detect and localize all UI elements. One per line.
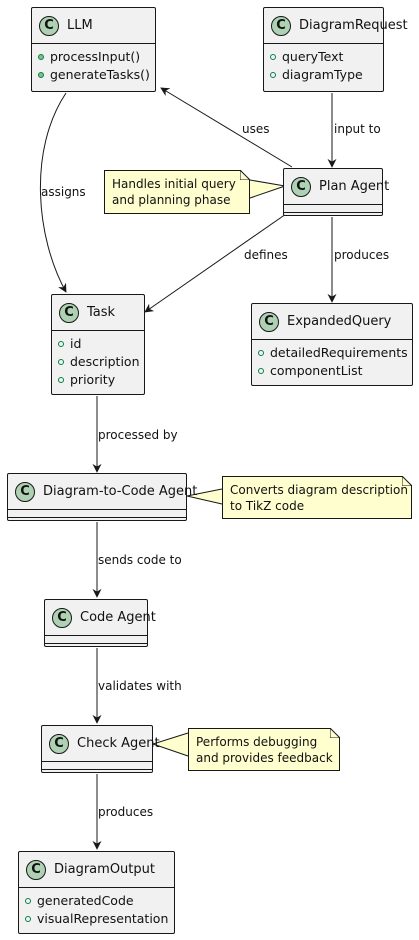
note-fold-icon [240, 170, 250, 180]
class-badge-icon: C [39, 15, 59, 36]
class-field: detailedRequirements [258, 344, 408, 362]
edge-label-produces-query: produces [334, 248, 390, 262]
public-field-icon [25, 916, 31, 922]
edge-defines [144, 213, 287, 313]
class-method: generateTasks() [38, 66, 150, 84]
class-name: DiagramOutput [54, 862, 155, 877]
edge-label-produces-output: produces [98, 805, 154, 819]
edge-label-validates-with: validates with [98, 679, 182, 693]
public-field-icon [58, 341, 64, 347]
class-code-agent[interactable]: C Code Agent [44, 599, 156, 647]
class-field: visualRepresentation [25, 910, 168, 928]
class-field: diagramType [270, 66, 377, 84]
class-method: processInput() [38, 48, 149, 66]
class-llm[interactable]: C LLM processInput() generateTasks() [31, 7, 156, 92]
edge-label-processed-by: processed by [98, 428, 178, 442]
public-field-icon [258, 368, 264, 374]
class-field: generatedCode [25, 892, 168, 910]
class-diagram-output[interactable]: C DiagramOutput generatedCode visualRepr… [18, 851, 175, 934]
class-name: Check Agent [77, 736, 160, 751]
class-badge-icon: C [52, 607, 72, 628]
public-method-icon [38, 72, 44, 78]
public-field-icon [25, 898, 31, 904]
d2c-note-connector [186, 488, 223, 505]
edge-label-uses: uses [242, 122, 270, 136]
public-field-icon [270, 72, 276, 78]
edge-label-sends-code-to: sends code to [98, 553, 182, 567]
public-method-icon [38, 54, 44, 60]
edge-uses [160, 87, 293, 168]
edge-label-input-to: input to [334, 122, 381, 136]
class-badge-icon: C [259, 311, 279, 332]
class-name: Plan Agent [319, 179, 390, 194]
class-name: Diagram-to-Code Agent [43, 484, 198, 499]
class-field: id [58, 335, 138, 353]
class-field: priority [58, 371, 138, 389]
note-fold-icon [402, 476, 412, 486]
class-name: Task [87, 305, 116, 320]
class-check-agent[interactable]: C Check Agent [41, 725, 160, 773]
class-badge-icon: C [291, 176, 311, 197]
class-badge-icon: C [26, 859, 46, 880]
check-note-connector [151, 732, 189, 757]
class-name: LLM [67, 18, 93, 33]
class-badge-icon: C [59, 302, 79, 323]
class-field: queryText [270, 48, 377, 66]
public-field-icon [258, 350, 264, 356]
diagram-to-code-note: Converts diagram description to TikZ cod… [222, 476, 412, 519]
class-name: ExpandedQuery [287, 314, 392, 329]
plan-agent-note: Handles initial query and planning phase [104, 170, 250, 214]
class-diagram-request[interactable]: C DiagramRequest queryText diagramType [263, 7, 408, 92]
class-badge-icon: C [49, 733, 69, 754]
class-name: Code Agent [80, 610, 156, 625]
class-badge-icon: C [271, 15, 291, 36]
class-diagram-to-code-agent[interactable]: C Diagram-to-Code Agent [7, 473, 197, 521]
class-field: componentList [258, 362, 406, 380]
check-agent-note: Performs debugging and provides feedback [188, 728, 340, 771]
note-fold-icon [330, 728, 340, 738]
edge-label-defines: defines [244, 248, 288, 262]
class-field: description [58, 353, 140, 371]
plan-note-connector [249, 179, 286, 199]
class-name: DiagramRequest [299, 18, 408, 33]
public-field-icon [270, 54, 276, 60]
public-field-icon [58, 359, 64, 365]
class-expanded-query[interactable]: C ExpandedQuery detailedRequirements com… [251, 303, 413, 386]
class-badge-icon: C [15, 481, 35, 502]
edge-assigns [39, 92, 67, 293]
class-plan-agent[interactable]: C Plan Agent [283, 168, 389, 216]
class-task[interactable]: C Task id description priority [51, 294, 145, 395]
edge-label-assigns: assigns [41, 185, 86, 199]
public-field-icon [58, 377, 64, 383]
